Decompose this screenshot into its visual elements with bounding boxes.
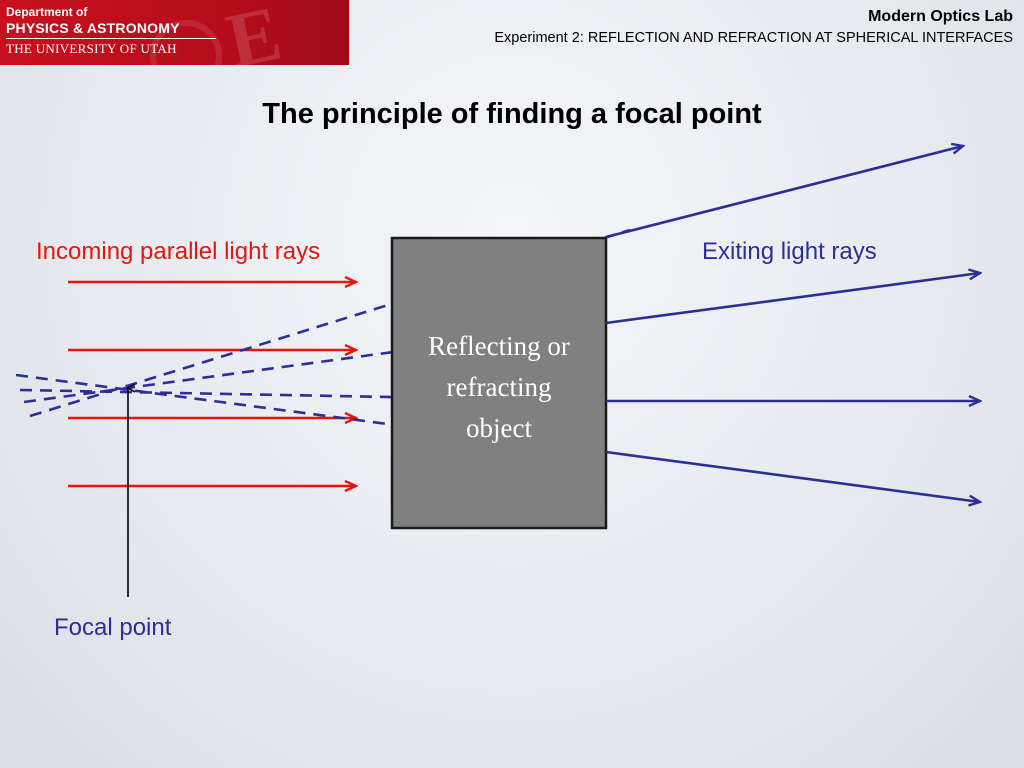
experiment-title: Experiment 2: REFLECTION AND REFRACTION … (494, 30, 1013, 46)
object-label-line: refracting (446, 372, 552, 402)
incoming-rays (68, 282, 356, 486)
university-logo: E Department of PHYSICS & ASTRONOMY THE … (0, 0, 349, 65)
logo-department-line: Department of (6, 5, 88, 19)
object-label: Reflecting or refracting object (392, 326, 606, 449)
logo-physics-line: PHYSICS & ASTRONOMY (6, 20, 180, 36)
exiting-ray (605, 273, 980, 325)
logo-divider (6, 38, 216, 39)
reflecting-object (390, 236, 608, 530)
object-label-line: Reflecting or (428, 331, 570, 361)
focal-point-label: Focal point (54, 614, 172, 641)
exiting-rays (605, 146, 980, 502)
logo-university-line: THE UNIVERSITY OF UTAH (6, 41, 177, 56)
logo-watermark-ring (150, 20, 222, 65)
exiting-ray (605, 146, 963, 239)
lab-name: Modern Optics Lab (868, 8, 1013, 25)
exiting-rays-label: Exiting light rays (702, 238, 877, 265)
object-label-line: object (466, 413, 532, 443)
incoming-rays-label: Incoming parallel light rays (36, 238, 321, 265)
page-title: The principle of finding a focal point (262, 98, 762, 130)
exiting-ray (605, 450, 980, 502)
